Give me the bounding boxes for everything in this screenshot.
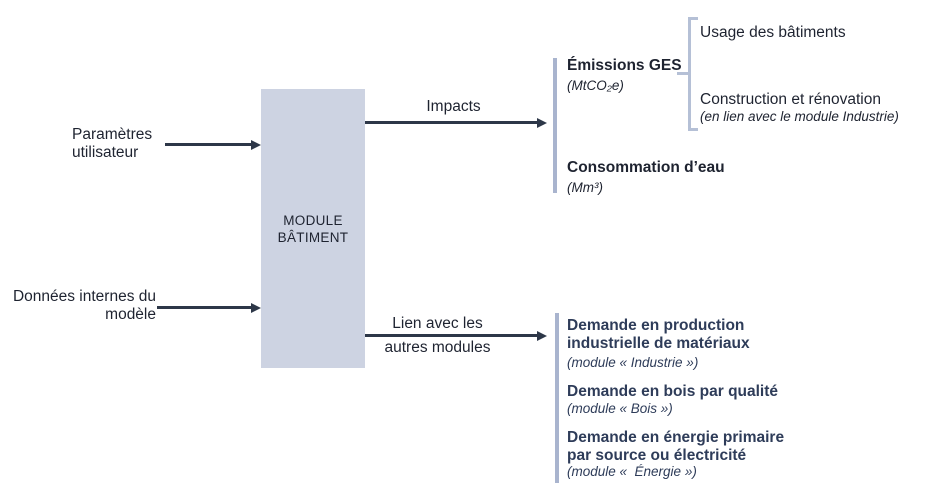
links-arrow-label-line2: autres modules <box>384 339 491 356</box>
module-batiment-label: MODULE BÂTIMENT <box>277 212 349 245</box>
impacts-outputs-bar <box>553 58 557 193</box>
input-arrow-donnees <box>157 306 251 309</box>
input-label-donnees: Données internes du modèle <box>12 288 156 323</box>
emissions-ges-unit: (MtCO₂e) <box>567 78 624 93</box>
breakdown-usage-label: Usage des bâtiments <box>700 24 846 41</box>
impacts-arrow <box>365 121 537 124</box>
link-bois-title: Demande en bois par qualité <box>567 383 779 400</box>
bracket-bottom-tip <box>688 128 698 131</box>
breakdown-construction-note: (en lien avec le module Industrie) <box>700 109 899 124</box>
links-arrow-label-line1: Lien avec les <box>392 315 483 332</box>
input-arrow-parametres <box>165 143 251 146</box>
bracket-top-tip <box>688 17 698 20</box>
bracket-vertical-line <box>688 17 691 131</box>
impacts-arrow-label: Impacts <box>426 98 481 115</box>
consommation-eau-title: Consommation d’eau <box>567 159 725 176</box>
link-industrie-title: Demande en production industrielle de ma… <box>567 317 750 352</box>
link-bois-note: (module « Bois ») <box>567 401 673 416</box>
emissions-ges-title: Émissions GES <box>567 57 682 74</box>
link-energie-note: (module « Énergie ») <box>567 464 697 479</box>
consommation-eau-unit: (Mm³) <box>567 180 603 195</box>
input-label-parametres: Paramètres utilisateur <box>72 126 153 161</box>
module-links-bar <box>555 313 559 483</box>
link-energie-title: Demande en énergie primaire par source o… <box>567 429 785 464</box>
links-arrow <box>365 334 537 337</box>
bracket-connector <box>677 72 688 75</box>
link-industrie-note: (module « Industrie ») <box>567 355 699 370</box>
breakdown-construction-label: Construction et rénovation <box>700 91 881 108</box>
module-batiment-box: MODULE BÂTIMENT <box>261 89 365 368</box>
